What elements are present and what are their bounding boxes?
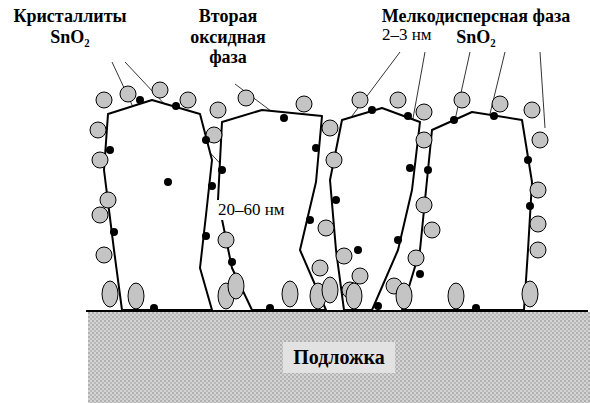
fine-sno2-particle: [296, 96, 312, 112]
fine-sno2-particle: [322, 120, 338, 136]
fine-sno2-particle: [180, 92, 196, 108]
second-oxide-particle: [164, 178, 172, 186]
fine-sno2-particle: [120, 86, 136, 102]
fine-sno2-particle: [390, 92, 406, 108]
second-oxide-particle: [208, 182, 216, 190]
fine-sno2-particle: [524, 102, 540, 118]
size-dimension: 2–3 нм: [380, 25, 434, 45]
second-oxide-particle: [306, 216, 314, 224]
second-oxide-particle: [106, 146, 114, 154]
fine-sno2-particle: [282, 281, 298, 307]
second-oxide-particle: [490, 112, 498, 120]
fine-sno2-particle: [492, 96, 508, 112]
particles: [90, 82, 548, 312]
fine-sno2-particle: [96, 247, 112, 263]
fine-sno2-particle: [312, 260, 328, 276]
second-oxide-particle: [312, 144, 320, 152]
second-oxide-particle: [416, 270, 424, 278]
second-oxide-particle: [218, 166, 226, 174]
fine-sno2-particle: [454, 92, 470, 108]
fine-sno2-particle: [128, 283, 144, 309]
sno2-crystallites: [104, 100, 532, 310]
fine-sno2-particle: [102, 281, 118, 307]
fine-sno2-particle: [522, 281, 538, 307]
second-oxide-particle: [228, 258, 236, 266]
size-dimension: 20–60 нм: [216, 200, 287, 220]
crystallite-label: Кристаллиты SnO₂: [2, 6, 138, 47]
second-oxide-particle: [374, 302, 382, 310]
fine-sno2-particle: [346, 283, 362, 309]
film-substrate-boundary: [86, 310, 588, 312]
fine-sno2-particle: [228, 273, 244, 299]
fine-sno2-particle: [530, 216, 546, 232]
second-oxide-particle: [424, 166, 432, 174]
fine-sno2-particle: [530, 242, 546, 258]
second-oxide-particle: [280, 114, 288, 122]
second-phase-label: Вторая оксидная фаза: [178, 6, 278, 68]
second-oxide-particle: [404, 112, 412, 120]
second-oxide-particle: [368, 106, 376, 114]
fine-sno2-particle: [336, 248, 352, 264]
fine-sno2-particle: [210, 102, 226, 118]
second-oxide-particle: [394, 236, 402, 244]
fine-sno2-particle: [96, 92, 112, 108]
fine-sno2-particle: [218, 232, 234, 248]
substrate-label: Подложка: [283, 342, 395, 373]
fine-sno2-particle: [416, 197, 432, 213]
second-oxide-particle: [136, 96, 144, 104]
fine-sno2-particle: [92, 207, 108, 223]
fine-sno2-particle: [530, 182, 546, 198]
fine-sno2-particle: [396, 283, 412, 309]
fine-sno2-particle: [326, 152, 342, 168]
fine-sno2-particle: [352, 92, 368, 108]
fine-sno2-particle: [92, 152, 108, 168]
substrate-band: Подложка: [88, 312, 590, 403]
fine-sno2-particle: [322, 277, 338, 303]
fine-sno2-particle: [424, 222, 440, 238]
second-oxide-particle: [172, 102, 180, 110]
second-oxide-particle: [202, 232, 210, 240]
fine-sno2-particle: [238, 90, 254, 106]
fine-sno2-particle: [352, 268, 368, 284]
fine-sno2-particle: [100, 192, 116, 208]
second-oxide-particle: [332, 196, 340, 204]
second-oxide-particle: [526, 202, 534, 210]
second-oxide-particle: [110, 228, 118, 236]
second-oxide-particle: [450, 116, 458, 124]
fine-sno2-particle: [152, 82, 168, 98]
fine-sno2-particle: [318, 220, 334, 236]
fine-sno2-particle: [416, 104, 432, 120]
fine-sno2-particle: [408, 250, 424, 266]
fine-sno2-particle: [532, 132, 548, 148]
fine-sno2-particle: [90, 122, 106, 138]
second-oxide-particle: [406, 164, 414, 172]
second-oxide-particle: [202, 136, 210, 144]
fine-sno2-particle: [416, 132, 432, 148]
second-oxide-particle: [354, 246, 362, 254]
fine-sno2-particle: [448, 283, 464, 309]
second-oxide-particle: [524, 156, 532, 164]
